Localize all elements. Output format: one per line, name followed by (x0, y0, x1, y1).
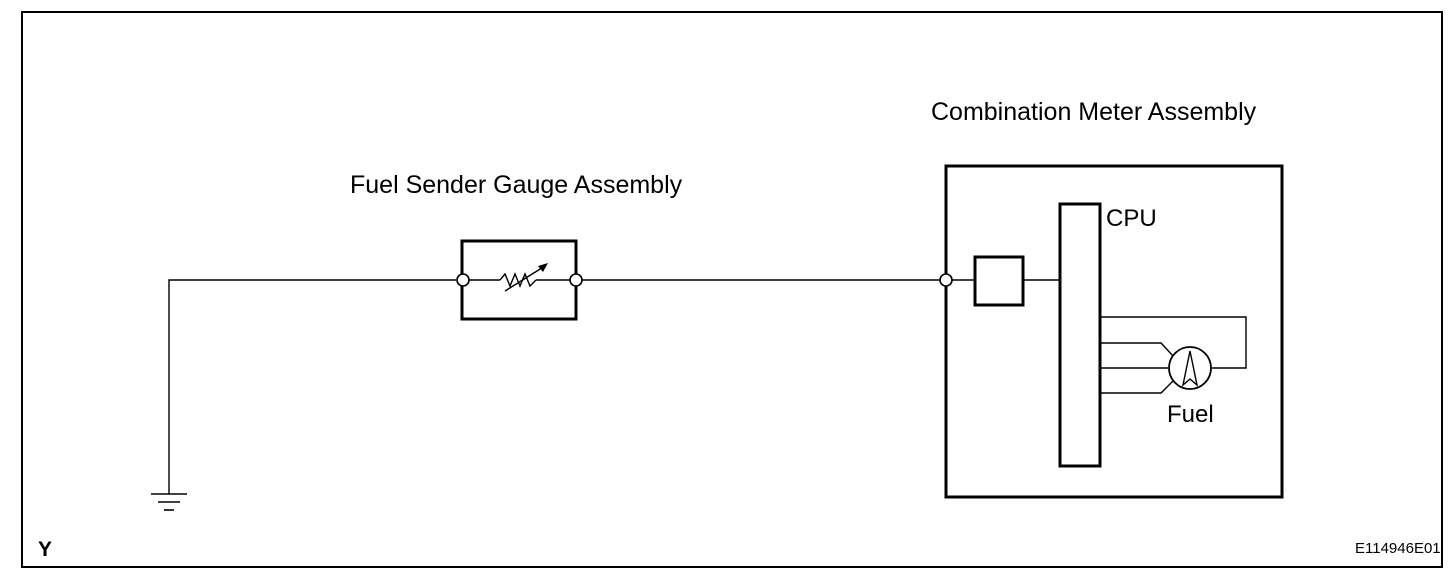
fuel-gauge-icon (1168, 346, 1212, 390)
fuel-sender-label: Fuel Sender Gauge Assembly (350, 171, 683, 199)
corner-mark: Y (38, 538, 52, 561)
gauge-drive-wire-upper (1100, 342, 1175, 358)
gauge-drive-wire-lower (1100, 379, 1175, 394)
diagram-frame (21, 11, 1443, 568)
sender-terminal-left (456, 273, 470, 287)
combination-meter-box (944, 164, 1284, 499)
cpu-block (1058, 202, 1102, 468)
variable-resistor-icon (499, 263, 548, 292)
ground-symbol (151, 493, 187, 511)
sender-terminal-right (569, 273, 583, 287)
gauge-return-wire (1100, 316, 1247, 369)
combination-meter-label: Combination Meter Assembly (931, 98, 1257, 126)
figure-code: E114946E01 (1355, 540, 1441, 557)
meter-terminal (939, 273, 953, 287)
input-circuit-box (973, 255, 1025, 307)
ground-wire (168, 279, 456, 494)
cpu-label: CPU (1106, 205, 1157, 232)
fuel-label: Fuel (1167, 401, 1214, 428)
